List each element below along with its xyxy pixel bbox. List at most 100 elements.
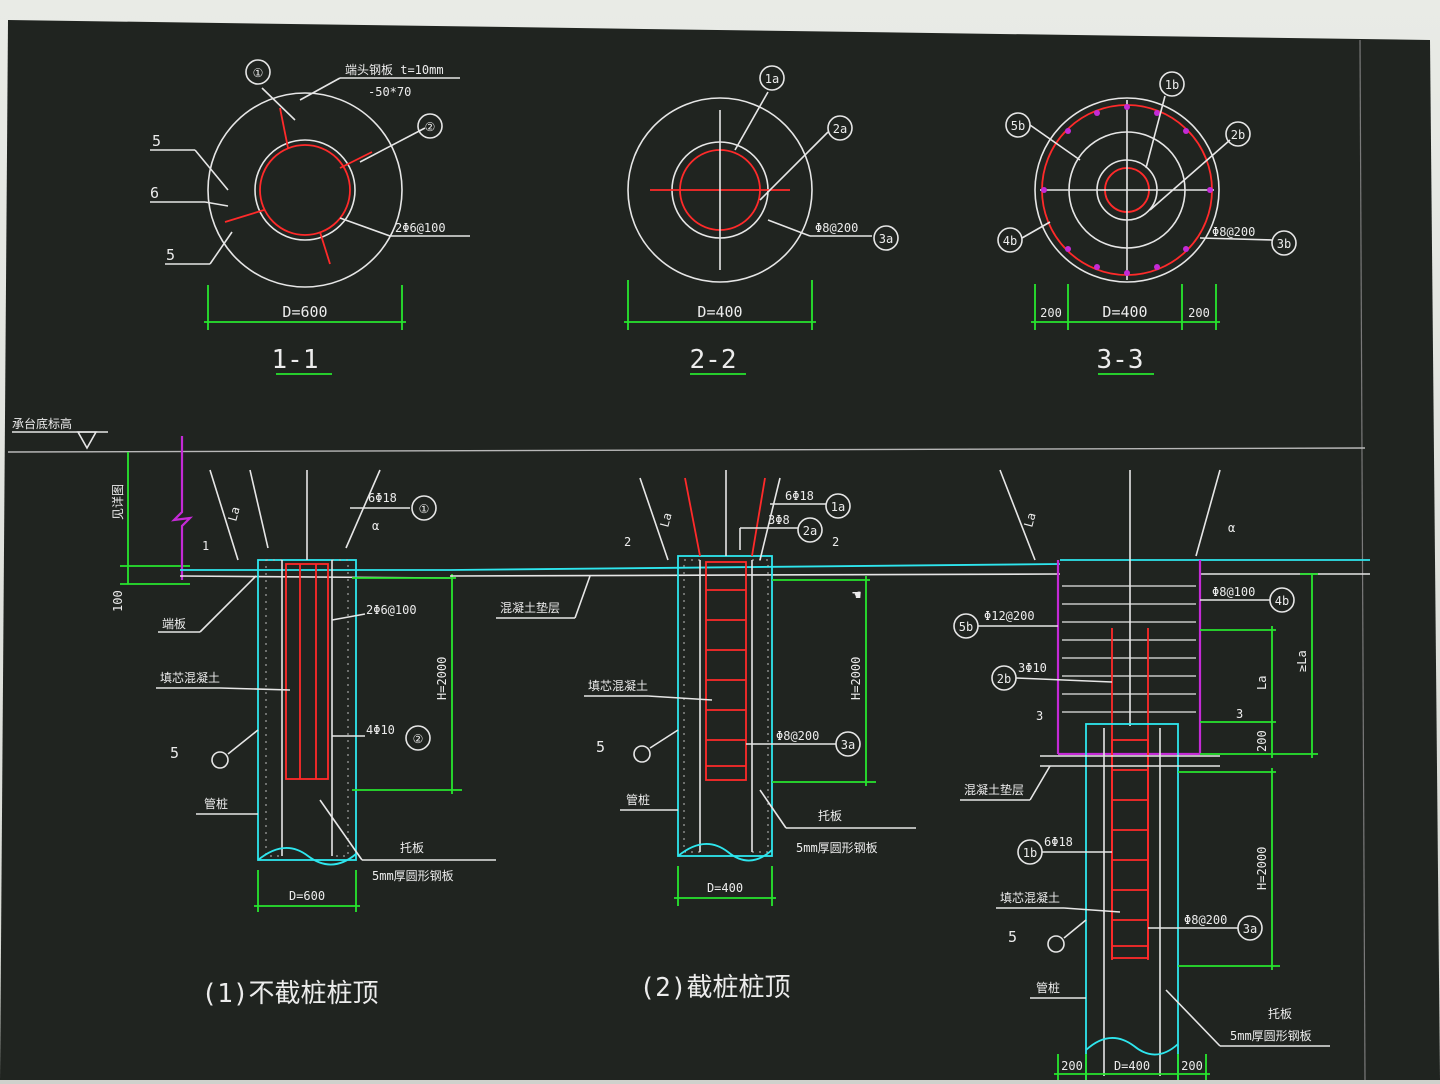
s22-stirrup: Φ8@200 xyxy=(815,221,858,235)
p2-fill: 填芯混凝土 xyxy=(588,678,648,693)
p3-dim-right: 200 xyxy=(1181,1059,1203,1073)
p2-dim: D=400 xyxy=(707,881,743,895)
p3-h200: 200 xyxy=(1255,730,1269,752)
p3-weld: 5 xyxy=(1008,928,1017,946)
p2-plate2: 5mm厚圆形钢板 xyxy=(796,841,878,855)
p1-cut: 1 xyxy=(202,539,209,553)
p3-bars-tag: 1b xyxy=(1023,846,1037,860)
s33-title: 3-3 xyxy=(1097,345,1144,375)
p3-bars: 6Φ18 xyxy=(1044,835,1073,849)
s22-tag3: 3a xyxy=(879,232,893,246)
p1-rebar-tag: ② xyxy=(413,732,424,746)
p2-bars2-tag: 2a xyxy=(803,524,817,538)
p2-plate: 托板 xyxy=(818,809,842,823)
p3-ld: ≥La xyxy=(1295,650,1309,672)
p3-plate: 托板 xyxy=(1268,1007,1292,1021)
s11-weld-5a: 5 xyxy=(152,132,161,150)
s11-tag2: ② xyxy=(425,120,436,134)
p3-cut-right: 3 xyxy=(1236,707,1243,721)
p3-la2: La xyxy=(1255,676,1269,690)
p3-layer: 混凝土垫层 xyxy=(964,782,1024,797)
p3-h: H=2000 xyxy=(1255,847,1269,890)
p3-r2: Φ12@200 xyxy=(984,609,1035,623)
section-1-1: ① ② 端头钢板 t=10mm -50*70 2Φ6@100 5 6 5 D=6… xyxy=(150,59,470,375)
p1-la: La xyxy=(225,505,242,523)
p2-cut-left: 2 xyxy=(624,535,631,549)
p1-rebar: 4Φ10 xyxy=(366,723,395,737)
p3-alpha: α xyxy=(1228,521,1235,535)
p2-h: H=2000 xyxy=(849,657,863,700)
s11-plate-note: 端头钢板 t=10mm xyxy=(345,63,444,77)
s22-tag1: 1a xyxy=(765,72,779,86)
pile-3: La α Φ8@100 4b 5b Φ12@200 2b 3Φ10 3 3 La… xyxy=(953,469,1370,1084)
s22-title: 2-2 xyxy=(690,345,737,375)
s33-dim-left: 200 xyxy=(1040,306,1062,320)
p2-title: (2)截桩桩顶 xyxy=(640,973,791,1003)
s22-tag2: 2a xyxy=(833,122,847,136)
p2-stirrup-tag: 3a xyxy=(841,738,855,752)
cap-label: 承台底标高 xyxy=(12,416,72,431)
s33-tag4: 4b xyxy=(1003,234,1017,248)
p1-title: (1)不截桩桩顶 xyxy=(202,979,379,1009)
s33-dim-right: 200 xyxy=(1188,306,1210,320)
s33-tag2: 2b xyxy=(1231,128,1245,142)
p3-cut-left: 3 xyxy=(1036,709,1043,723)
p3-fill: 填芯混凝土 xyxy=(1000,890,1060,905)
s11-tag1: ① xyxy=(253,66,264,80)
p3-r1: Φ8@100 xyxy=(1212,585,1255,599)
s33-stirrup: Φ8@200 xyxy=(1212,225,1255,239)
s33-tag5: 3b xyxy=(1277,237,1291,251)
s33-tag3: 5b xyxy=(1011,119,1025,133)
s33-tag1: 1b xyxy=(1165,78,1179,92)
s33-dim: D=400 xyxy=(1102,303,1147,321)
pile-2: 6Φ18 1a 3Φ8 2a La 2 2 混凝土垫层 填芯混凝土 Φ8@200… xyxy=(449,470,1061,1003)
dim-100: 100 xyxy=(111,590,125,612)
s11-bar-label: 2Φ6@100 xyxy=(395,221,446,235)
p3-r2-tag: 5b xyxy=(959,620,973,634)
p2-stirrup: Φ8@200 xyxy=(776,729,819,743)
cursor-hand-icon: ☚ xyxy=(852,586,861,604)
p3-r3-tag: 2b xyxy=(997,672,1011,686)
p1-base: 端板 xyxy=(162,617,186,631)
p2-pipe: 管桩 xyxy=(626,792,650,807)
s22-dim: D=400 xyxy=(697,303,742,321)
p1-bars: 6Φ18 xyxy=(368,491,397,505)
section-2-2: 1a 2a 3a Φ8@200 D=400 2-2 xyxy=(624,65,899,375)
p3-stirrup: Φ8@200 xyxy=(1184,913,1227,927)
s11-weld-5b: 5 xyxy=(166,246,175,264)
p3-dim-left: 200 xyxy=(1061,1059,1083,1073)
p3-la: La xyxy=(1021,511,1038,529)
p2-bars: 6Φ18 xyxy=(785,489,814,503)
s11-title: 1-1 xyxy=(272,345,319,375)
s11-dim: D=600 xyxy=(282,303,327,321)
p3-r1-tag: 4b xyxy=(1275,594,1289,608)
ground-line xyxy=(7,447,1366,453)
p1-plate2: 5mm厚圆形钢板 xyxy=(372,869,454,883)
screen-background xyxy=(0,20,1440,1080)
elevation-cap: 承台底标高 见详图 100 xyxy=(12,416,194,612)
p3-dim: D=400 xyxy=(1114,1059,1150,1073)
p1-plate: 托板 xyxy=(400,841,424,855)
p1-pipe: 管桩 xyxy=(204,796,228,811)
p2-cut-right: 2 xyxy=(832,535,839,549)
p2-la: La xyxy=(657,511,674,529)
p2-layer: 混凝土垫层 xyxy=(500,600,560,615)
p3-pipe: 管桩 xyxy=(1036,980,1060,995)
p1-dim: D=600 xyxy=(289,889,325,903)
p1-fill: 填芯混凝土 xyxy=(160,670,220,685)
p2-weld: 5 xyxy=(596,738,605,756)
side-dim: 见详图 xyxy=(110,484,125,520)
p2-bars2: 3Φ8 xyxy=(768,513,790,527)
p1-bars-tag: ① xyxy=(419,502,430,516)
section-3-3: 1b 2b 5b 4b 3b Φ8@200 200 D=400 200 3-3 xyxy=(997,71,1297,375)
p3-stirrup-tag: 3a xyxy=(1243,922,1257,936)
p1-weld: 5 xyxy=(170,744,179,762)
pile-1: ① 6Φ18 La α 1 2Φ6@100 4Φ10 ② H=2000 端板 填… xyxy=(156,469,496,1009)
p3-plate2: 5mm厚圆形钢板 xyxy=(1230,1029,1312,1043)
p1-h: H=2000 xyxy=(435,657,449,700)
p3-r3: 3Φ10 xyxy=(1018,661,1047,675)
s11-weld-6: 6 xyxy=(150,184,159,202)
p2-bars-tag: 1a xyxy=(831,500,845,514)
